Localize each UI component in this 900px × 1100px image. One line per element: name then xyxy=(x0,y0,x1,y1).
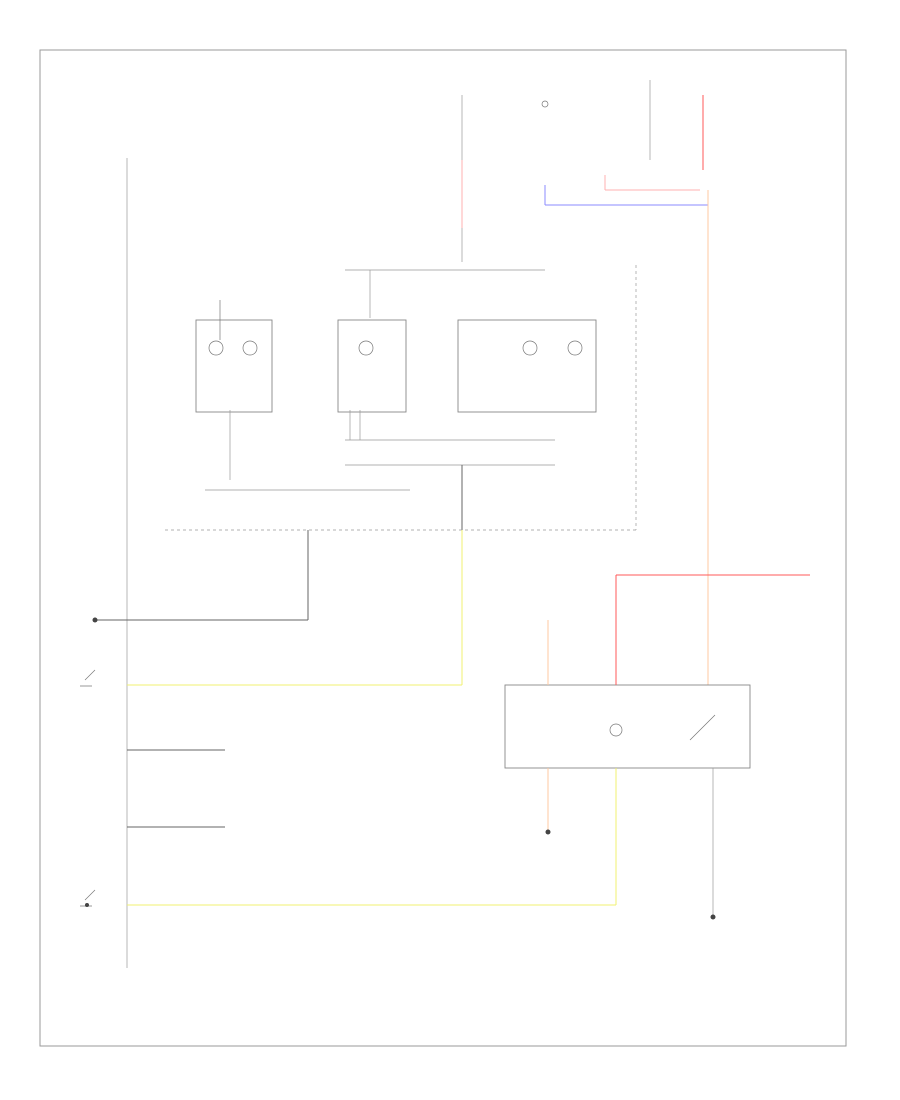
right-lamp-bulb-b-icon xyxy=(567,340,583,356)
left-lamp-module xyxy=(195,319,273,413)
right-control-module xyxy=(504,684,751,769)
module-lamp-icon xyxy=(609,723,623,737)
right-lamp-bulb-a-icon xyxy=(522,340,538,356)
gray-wire-terminal-icon xyxy=(92,617,98,623)
center-lamp-module xyxy=(337,319,407,413)
page-footer xyxy=(40,1046,41,1051)
lower-switch-terminal-icon xyxy=(85,903,89,907)
brake-switch-icon xyxy=(80,669,96,687)
ground-terminal-icon xyxy=(710,914,716,920)
top-indicator-icon xyxy=(541,100,549,108)
left-lamp-bulb-b-icon xyxy=(242,340,258,356)
lower-orange-terminal-icon xyxy=(545,829,551,835)
right-lamp-module xyxy=(457,319,597,413)
module-switch-icon xyxy=(689,714,716,741)
left-lamp-bulb-a-icon xyxy=(208,340,224,356)
center-lamp-bulb-icon xyxy=(358,340,374,356)
diagram-frame xyxy=(39,49,847,1047)
